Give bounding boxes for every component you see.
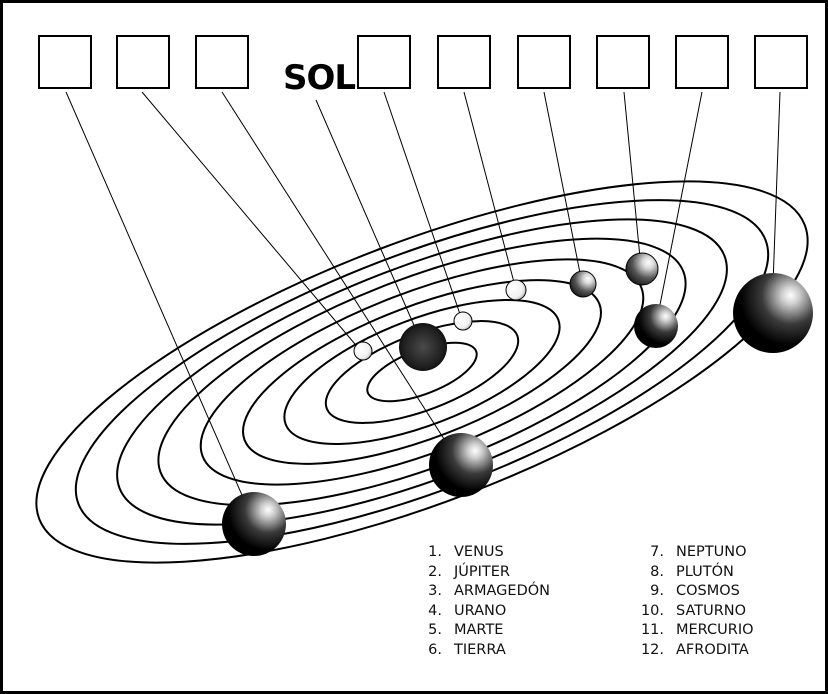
planet-h <box>429 433 493 497</box>
sun-label: SOL <box>283 58 356 98</box>
planet-g <box>733 273 813 353</box>
list-item: 11.MERCURIO <box>640 622 754 639</box>
sun <box>399 323 447 371</box>
orbit-4 <box>242 279 602 465</box>
planet-f <box>634 304 678 348</box>
options-list-left: 1.VENUS 2.JÚPITER 3.ARMAGEDÓN 4.URANO 5.… <box>418 543 550 661</box>
leader-lines <box>65 91 781 519</box>
planet-b <box>453 311 473 331</box>
planet-i <box>222 492 286 556</box>
list-item: 5.MARTE <box>428 622 504 639</box>
answer-box-7[interactable] <box>596 35 650 89</box>
list-item: 1.VENUS <box>428 544 504 560</box>
list-item: 2.JÚPITER <box>428 563 511 580</box>
answer-box-8[interactable] <box>675 35 729 89</box>
list-item: 7.NEPTUNO <box>650 544 747 560</box>
answer-box-5[interactable] <box>437 35 491 89</box>
leader-line-1 <box>65 91 253 519</box>
orbit-3 <box>283 298 561 446</box>
list-item: 6.TIERRA <box>428 641 506 658</box>
leader-line-5 <box>383 91 463 321</box>
planet-c <box>505 279 527 301</box>
answer-box-4[interactable] <box>357 35 411 89</box>
planet-d <box>569 270 597 298</box>
orbit-7 <box>116 218 728 526</box>
orbit-5 <box>199 258 645 486</box>
leader-line-7 <box>543 91 583 284</box>
list-item: 12.AFRODITA <box>640 641 749 658</box>
leader-line-6 <box>463 91 517 291</box>
list-item: 10.SATURNO <box>640 602 747 619</box>
leader-line-4 <box>315 99 424 347</box>
orbit-2 <box>324 320 520 424</box>
leader-line-9 <box>655 91 703 326</box>
planet-a <box>353 341 373 361</box>
answer-box-6[interactable] <box>517 35 571 89</box>
list-item: 9.COSMOS <box>650 583 740 600</box>
answer-box-3[interactable] <box>195 35 249 89</box>
leader-line-8 <box>623 91 642 269</box>
list-item: 3.ARMAGEDÓN <box>428 583 550 600</box>
answer-box-2[interactable] <box>116 35 170 89</box>
leader-line-2 <box>141 91 361 351</box>
options-list-right: 7.NEPTUNO 8.PLUTÓN 9.COSMOS 10.SATURNO 1… <box>640 543 754 661</box>
planet-e <box>625 252 659 286</box>
list-item: 4.URANO <box>428 602 507 619</box>
list-item: 8.PLUTÓN <box>650 563 734 580</box>
planets <box>222 252 813 556</box>
answer-box-1[interactable] <box>38 35 92 89</box>
leader-line-3 <box>221 91 461 465</box>
orbit-6 <box>157 237 687 507</box>
answer-box-9[interactable] <box>754 35 808 89</box>
